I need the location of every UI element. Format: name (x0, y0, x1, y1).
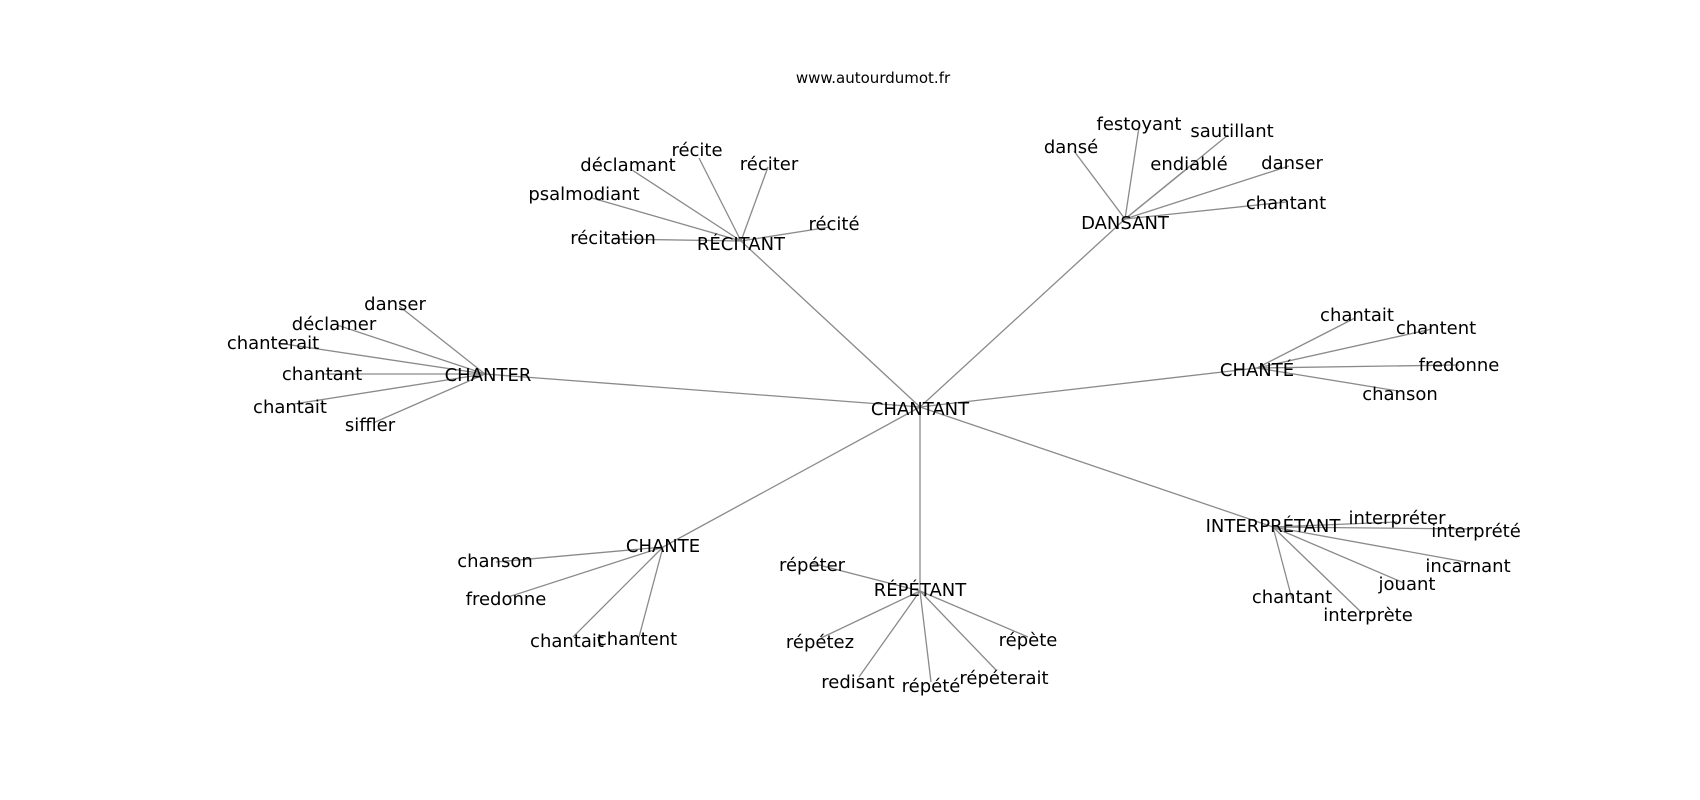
hub-node-interpretant[interactable]: INTERPRÉTANT (1206, 515, 1342, 537)
leaf-node-repetant-repeter[interactable]: répéter (779, 555, 846, 576)
leaf-node-chanter-danser[interactable]: danser (364, 294, 426, 315)
edge-repetant-redisant (858, 590, 921, 678)
leaf-node-interpretant-incarnant[interactable]: incarnant (1425, 556, 1510, 577)
edge-dansant-festoyant (1124, 126, 1140, 220)
leaf-node-chante-chantent[interactable]: chantent (597, 629, 677, 650)
center-node-label[interactable]: CHANTANT (871, 399, 970, 420)
edge-chante-chanson (495, 546, 664, 563)
site-url: www.autourdumot.fr (796, 69, 951, 87)
leaf-node-repetant-redisant[interactable]: redisant (821, 672, 894, 693)
edge-repetant-repeterait (919, 590, 997, 671)
edge-center-recitant (740, 240, 921, 408)
edge-chante-chantait (572, 546, 664, 638)
edge-interpretant-interprete (1272, 526, 1363, 614)
hub-node-recitant[interactable]: RÉCITANT (697, 233, 786, 255)
edge-dansant-chantant (1124, 201, 1287, 220)
leaf-node-recitant-recite[interactable]: récité (808, 214, 859, 235)
edge-center-interpretant (919, 406, 1274, 528)
leaf-node-recitant-psalmodiant[interactable]: psalmodiant (528, 184, 639, 205)
edge-recitant-recite (740, 226, 831, 242)
leaf-node-recitant-declamant[interactable]: déclamant (580, 155, 675, 176)
edge-chanter-siffler (372, 373, 486, 424)
edge-chanter-chanterait (277, 342, 486, 375)
leaf-node-chanter-chantait[interactable]: chantait (253, 397, 327, 418)
leaf-node-dansant-danser[interactable]: danser (1261, 153, 1323, 174)
edge-dansant-endiable (1124, 167, 1189, 220)
leaf-node-recitant-reciter[interactable]: réciter (740, 154, 799, 175)
leaf-node-repetant-repetez[interactable]: répétez (786, 632, 854, 653)
leaf-node-recitant-recitation[interactable]: récitation (570, 228, 656, 249)
edge-recitant-reciter (740, 166, 769, 242)
leaf-node-recitant-recite[interactable]: récite (671, 140, 722, 161)
edge-interpretant-interpreter (1272, 521, 1398, 528)
leaf-node-interpretant-jouant[interactable]: jouant (1378, 574, 1436, 595)
leaf-node-repetant-repete[interactable]: répété (902, 676, 961, 697)
leaf-node-repetant-repeterait[interactable]: répéterait (959, 668, 1048, 689)
hub-node-dansant[interactable]: DANSANT (1081, 213, 1170, 234)
leaf-node-chante-chanson[interactable]: chanson (457, 551, 533, 572)
edge-interpretant-incarnant (1272, 526, 1467, 563)
edge-interpretant-chantant (1272, 526, 1293, 600)
edge-recitant-declamant (631, 169, 742, 242)
edge-dansant-danser (1124, 165, 1290, 220)
edge-interpretant-jouant (1272, 526, 1405, 584)
edge-interpretant-interprete (1272, 526, 1475, 530)
leaf-node-chante-chantait[interactable]: chantait (530, 631, 604, 652)
hub-node-chanter[interactable]: CHANTER (445, 365, 532, 386)
edge-recitant-recitation (613, 238, 742, 242)
edge-center-chanter (484, 373, 921, 408)
leaf-node-chante-chanson[interactable]: chanson (1362, 384, 1438, 405)
leaf-node-chante-chantent[interactable]: chantent (1396, 318, 1476, 339)
edge-repetant-repetez (820, 590, 921, 639)
edge-center-chante (662, 406, 921, 548)
edge-repetant-repete (919, 590, 1029, 638)
edge-repetant-repete (919, 590, 932, 683)
leaf-node-dansant-endiable[interactable]: endiablé (1150, 154, 1227, 175)
hub-node-chante[interactable]: CHANTE (626, 536, 700, 557)
edge-chante-chanson (1256, 367, 1399, 392)
leaf-node-repetant-repete[interactable]: répète (999, 630, 1058, 651)
leaf-node-interpretant-chantant[interactable]: chantant (1252, 587, 1332, 608)
leaf-node-dansant-festoyant[interactable]: festoyant (1096, 114, 1181, 135)
graph-edges (277, 126, 1475, 683)
edge-recitant-recite (698, 157, 742, 242)
leaf-node-interpretant-interprete[interactable]: interprète (1323, 605, 1413, 626)
edge-chante-chantent (1256, 328, 1433, 369)
leaf-node-dansant-danse[interactable]: dansé (1044, 137, 1098, 158)
edge-repetant-repeter (810, 562, 921, 592)
edge-chanter-danser (398, 305, 486, 375)
edge-chante-chantent (638, 546, 664, 638)
hub-node-repetant[interactable]: RÉPÉTANT (874, 579, 967, 601)
hub-node-chante[interactable]: CHANTÉ (1220, 359, 1294, 381)
leaf-node-chanter-siffler[interactable]: siffler (345, 415, 396, 436)
leaf-node-chante-fredonne[interactable]: fredonne (1419, 355, 1500, 376)
edge-chanter-chantait (293, 373, 486, 405)
edge-dansant-danse (1073, 150, 1126, 220)
edge-recitant-psalmodiant (591, 197, 742, 242)
leaf-node-interpretant-interprete[interactable]: interprété (1431, 521, 1521, 542)
edge-chante-fredonne (1256, 364, 1460, 369)
edge-chante-fredonne (507, 546, 664, 598)
leaf-node-interpretant-interpreter[interactable]: interpréter (1349, 508, 1447, 529)
edge-chante-chantait (1256, 317, 1356, 369)
edge-center-chante (919, 367, 1258, 408)
leaf-node-dansant-chantant[interactable]: chantant (1246, 193, 1326, 214)
leaf-node-chante-chantait[interactable]: chantait (1320, 305, 1394, 326)
leaf-node-chanter-declamer[interactable]: déclamer (292, 314, 377, 335)
edge-chanter-declamer (336, 324, 486, 375)
leaf-node-chanter-chanterait[interactable]: chanterait (227, 333, 319, 354)
leaf-node-chanter-chantant[interactable]: chantant (282, 364, 362, 385)
leaf-node-dansant-sautillant[interactable]: sautillant (1190, 121, 1273, 142)
edge-center-dansant (919, 218, 1126, 408)
leaf-node-chante-fredonne[interactable]: fredonne (466, 589, 547, 610)
